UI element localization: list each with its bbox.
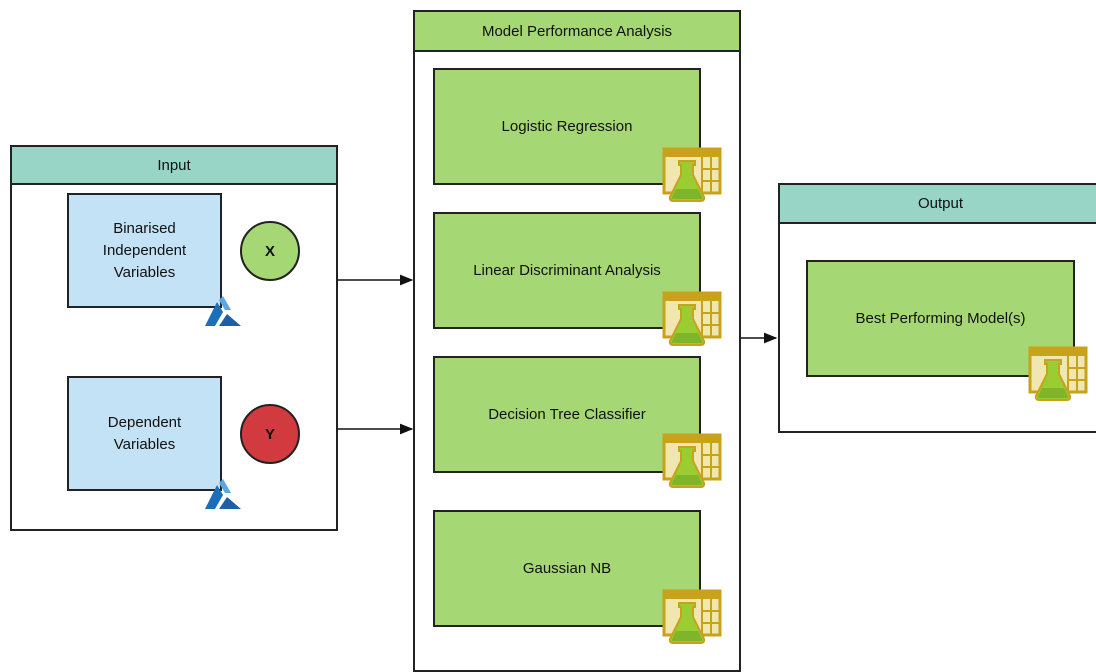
flask-table-icon [1028,346,1088,401]
azure-ml-icon [205,296,241,326]
dependent-variables-node: Dependent Variables [67,376,222,491]
model-node-logistic-regression: Logistic Regression [433,68,701,185]
output-panel-title: Output [917,195,964,212]
analysis-panel-header: Model Performance Analysis [415,12,739,52]
y-circle: Y [240,404,300,464]
model-node-gaussian-nb: Gaussian NB [433,510,701,627]
model-label: Logistic Regression [501,117,633,135]
input-panel-title: Input [157,156,191,174]
model-node-lda: Linear Discriminant Analysis [433,212,701,329]
dependent-variables-label: Dependent Variables [107,413,182,453]
azure-ml-icon [205,479,241,509]
model-label: Decision Tree Classifier [488,405,646,423]
independent-variables-node: Binarised Independent Variables [67,193,222,308]
independent-variables-label: Binarised Independent Variables [102,219,187,281]
model-label: Linear Discriminant Analysis [473,261,661,279]
output-panel-header: Output [780,185,1096,224]
best-model-label: Best Performing Model(s) [855,309,1026,327]
flask-table-icon [662,589,722,644]
model-label: Gaussian NB [522,559,612,577]
model-node-decision-tree: Decision Tree Classifier [433,356,701,473]
flask-table-icon [662,291,722,346]
flask-table-icon [662,433,722,488]
x-circle: X [240,221,300,281]
flask-table-icon [662,147,722,202]
analysis-panel-title: Model Performance Analysis [481,22,673,40]
input-panel-header: Input [12,147,336,185]
